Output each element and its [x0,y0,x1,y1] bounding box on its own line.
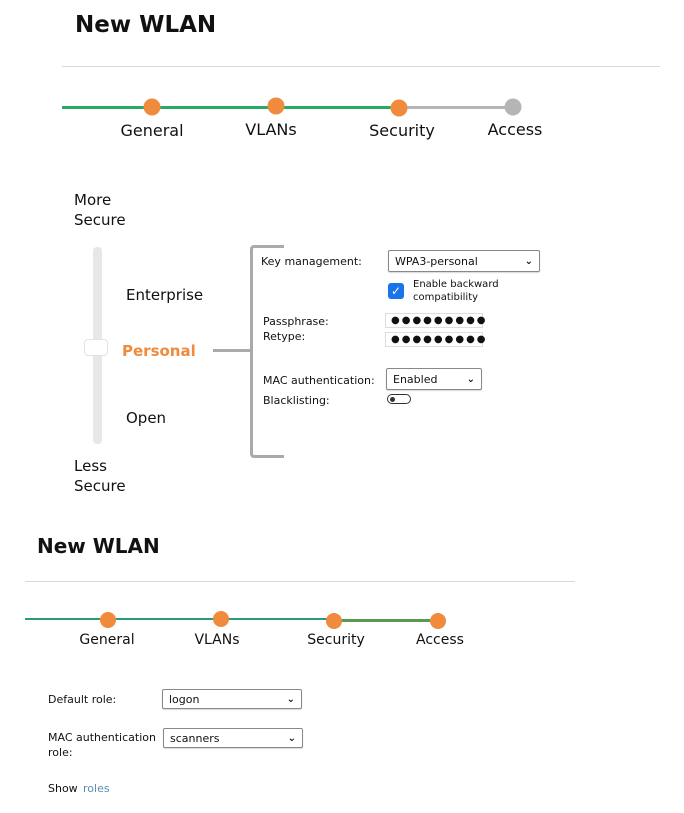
step-dot-access[interactable] [430,613,446,629]
more-secure-label: More Secure [74,190,126,230]
label-line: Secure [74,211,126,229]
option-personal[interactable]: Personal [122,342,196,360]
mac-role-label: MAC authentication role: [48,730,156,760]
mac-auth-label: MAC authentication: [263,374,375,387]
step-dot-general[interactable] [100,612,116,628]
connector-line [213,349,251,352]
backward-compat-label: Enable backward compatibility [413,278,499,304]
step-dot-security[interactable] [326,613,342,629]
step-dot-vlans[interactable] [213,611,229,627]
step-security[interactable]: Security [369,121,435,140]
select-value: Enabled [393,372,438,386]
mac-role-select[interactable]: scanners ⌄ [163,728,303,748]
less-secure-label: Less Secure [74,456,126,496]
step-dot-access[interactable] [504,98,522,116]
mac-auth-select[interactable]: Enabled ⌄ [386,368,482,390]
step-general[interactable]: General [120,121,184,140]
key-management-label: Key management: [261,255,362,268]
toggle-knob [390,396,395,402]
step-dot-general[interactable] [143,98,161,116]
option-enterprise[interactable]: Enterprise [126,286,204,304]
default-role-label: Default role: [48,693,117,706]
progress-complete [62,106,399,109]
retype-input[interactable]: ●●●●●●●●● [385,332,486,347]
chevron-down-icon: ⌄ [286,693,295,705]
label-line: compatibility [413,292,479,303]
step-dot-security[interactable] [390,99,408,117]
chevron-down-icon: ⌄ [466,373,475,385]
chevron-down-icon: ⌄ [287,732,296,744]
label-line: MAC authentication [48,731,156,744]
label-line: More [74,191,112,209]
divider [62,66,660,67]
default-role-select[interactable]: logon ⌄ [162,689,302,709]
step-vlans[interactable]: VLANs [194,632,240,648]
step-general[interactable]: General [79,632,135,648]
progress-complete [25,618,334,620]
retype-label: Retype: [263,330,306,343]
blacklisting-label: Blacklisting: [263,394,330,407]
roles-link[interactable]: roles [83,782,110,795]
label-line: Less [74,457,107,475]
step-security[interactable]: Security [307,632,365,648]
chevron-down-icon: ⌄ [524,255,533,267]
option-open[interactable]: Open [126,409,167,427]
passphrase-input[interactable]: ●●●●●●●●● [385,313,486,328]
label-line: Secure [74,477,126,495]
step-vlans[interactable]: VLANs [245,120,297,139]
select-value: scanners [170,731,220,745]
divider [25,581,575,582]
backward-compat-checkbox[interactable]: ✓ [388,283,404,299]
step-dot-vlans[interactable] [267,97,285,115]
progress-remaining [399,106,513,109]
select-value: WPA3-personal [395,254,478,268]
step-access[interactable]: Access [416,632,464,648]
show-label: Show [48,782,78,795]
checkmark-icon: ✓ [390,284,402,298]
label-line: Enable backward [413,279,499,290]
select-value: logon [169,692,200,706]
passphrase-label: Passphrase: [263,315,329,328]
key-management-select[interactable]: WPA3-personal ⌄ [388,250,540,272]
page-title: New WLAN [37,534,160,558]
security-slider-handle[interactable] [84,339,108,356]
blacklisting-toggle[interactable] [387,394,411,404]
page-title: New WLAN [75,12,217,38]
progress-complete [334,619,438,622]
bracket [250,245,284,458]
label-line: role: [48,746,73,759]
step-access[interactable]: Access [487,120,543,139]
